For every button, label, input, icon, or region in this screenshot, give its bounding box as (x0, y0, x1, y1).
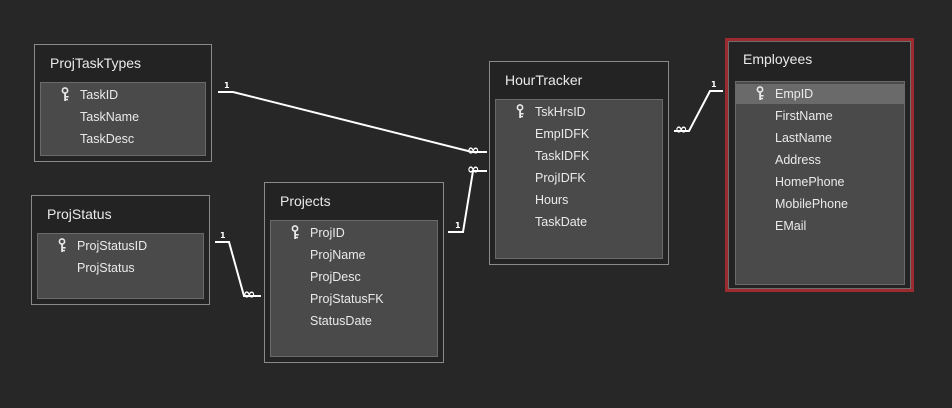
primary-key-icon (756, 86, 764, 100)
field-hours[interactable]: Hours (496, 190, 662, 210)
field-name: TaskName (80, 110, 140, 124)
one-side-label: 1 (220, 231, 226, 240)
many-side-label: ∞ (467, 141, 480, 159)
rel-projects-hourtracker[interactable]: 1∞ (448, 160, 487, 233)
field-projstatus[interactable]: ProjStatus (38, 258, 203, 278)
many-side-label: ∞ (675, 120, 688, 138)
field-projidfk[interactable]: ProjIDFK (496, 168, 662, 188)
primary-key-icon (516, 104, 524, 118)
one-side-label: 1 (711, 80, 717, 89)
field-taskid[interactable]: TaskID (41, 85, 205, 105)
field-name: ProjStatus (77, 261, 135, 275)
field-name: HomePhone (775, 175, 845, 189)
field-projdesc[interactable]: ProjDesc (271, 267, 437, 287)
field-name: TskHrsID (535, 105, 586, 119)
field-name: TaskDate (535, 215, 588, 229)
field-address[interactable]: Address (736, 150, 904, 170)
field-name: EMail (775, 219, 807, 233)
field-name: EmpIDFK (535, 127, 590, 141)
field-name: ProjDesc (310, 270, 361, 284)
field-taskdesc[interactable]: TaskDesc (41, 129, 205, 149)
field-taskidfk[interactable]: TaskIDFK (496, 146, 662, 166)
relationship-line[interactable] (448, 170, 487, 233)
table-title[interactable]: Projects (280, 193, 331, 209)
field-name: ProjStatusFK (310, 292, 384, 306)
field-name: ProjIDFK (535, 171, 586, 185)
field-name: TaskDesc (80, 132, 135, 146)
field-name: TaskID (80, 88, 119, 102)
field-name: FirstName (775, 109, 833, 123)
field-projname[interactable]: ProjName (271, 245, 437, 265)
primary-key-icon (58, 238, 66, 252)
relationship-line[interactable] (218, 91, 487, 153)
field-name: EmpID (775, 87, 814, 101)
many-side-label: ∞ (467, 160, 480, 178)
field-projid[interactable]: ProjID (271, 223, 437, 243)
field-name: LastName (775, 131, 832, 145)
table-title[interactable]: HourTracker (505, 72, 583, 88)
relationship-line[interactable] (215, 241, 261, 297)
field-list[interactable]: ProjStatusID ProjStatus (37, 233, 204, 299)
one-side-label: 1 (224, 81, 230, 90)
field-projstatusid[interactable]: ProjStatusID (38, 236, 203, 256)
field-name: ProjName (310, 248, 366, 262)
table-title[interactable]: ProjTaskTypes (50, 55, 142, 71)
field-name: ProjID (310, 226, 345, 240)
field-taskdate[interactable]: TaskDate (496, 212, 662, 232)
field-firstname[interactable]: FirstName (736, 106, 904, 126)
primary-key-icon (61, 87, 69, 101)
rel-projstatus-projects[interactable]: 1∞ (215, 231, 261, 303)
field-name: Hours (535, 193, 569, 207)
relationship-line[interactable] (674, 90, 723, 132)
one-side-label: 1 (455, 221, 461, 230)
field-empidfk[interactable]: EmpIDFK (496, 124, 662, 144)
field-taskname[interactable]: TaskName (41, 107, 205, 127)
field-email[interactable]: EMail (736, 216, 904, 236)
field-name: MobilePhone (775, 197, 848, 211)
field-mobilephone[interactable]: MobilePhone (736, 194, 904, 214)
field-homephone[interactable]: HomePhone (736, 172, 904, 192)
field-projstatusfk[interactable]: ProjStatusFK (271, 289, 437, 309)
field-name: StatusDate (310, 314, 372, 328)
field-name: Address (775, 153, 821, 167)
primary-key-icon (291, 225, 299, 239)
field-empid[interactable]: EmpID (736, 84, 904, 104)
table-title[interactable]: Employees (743, 51, 813, 67)
field-name: ProjStatusID (77, 239, 148, 253)
rel-employees-hourtracker[interactable]: 1∞ (674, 80, 723, 138)
field-tskhrsid[interactable]: TskHrsID (496, 102, 662, 122)
many-side-label: ∞ (243, 285, 256, 303)
field-name: TaskIDFK (535, 149, 590, 163)
field-statusdate[interactable]: StatusDate (271, 311, 437, 331)
field-lastname[interactable]: LastName (736, 128, 904, 148)
table-title[interactable]: ProjStatus (47, 206, 112, 222)
rel-projtasktypes-hourtracker[interactable]: 1∞ (218, 81, 487, 159)
